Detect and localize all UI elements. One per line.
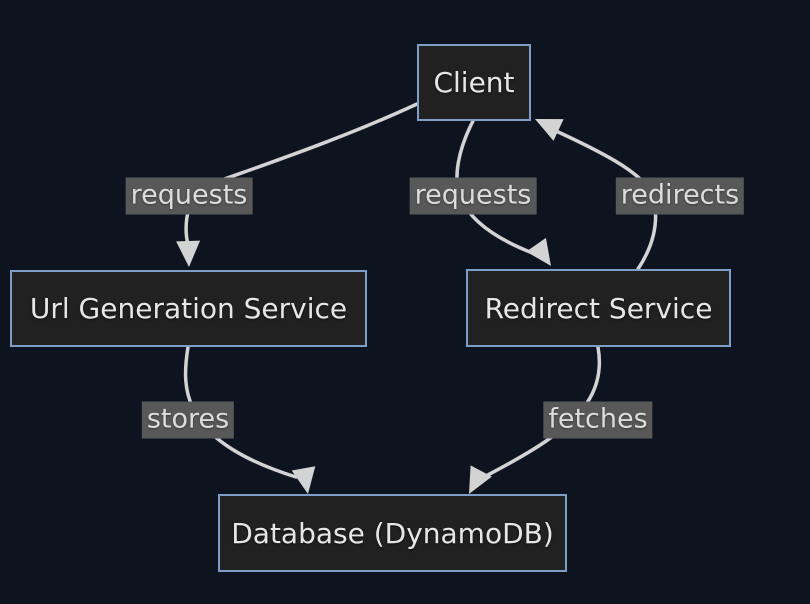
node-redirect-service-label: Redirect Service	[484, 291, 713, 325]
node-client: Client	[417, 44, 531, 121]
arrowhead-urlgen-icon	[176, 240, 201, 267]
node-database: Database (DynamoDB)	[218, 494, 567, 572]
edge-label-stores: stores	[141, 401, 235, 439]
node-url-generation-service: Url Generation Service	[10, 270, 367, 347]
node-client-label: Client	[433, 66, 515, 99]
edge-label-requests-redirect: requests	[409, 177, 537, 215]
node-database-label: Database (DynamoDB)	[231, 516, 554, 550]
arrowhead-client-icon	[535, 119, 564, 141]
edge-client-to-urlgen	[184, 102, 419, 247]
node-redirect-service: Redirect Service	[466, 269, 731, 347]
edge-label-redirects: redirects	[615, 177, 745, 215]
node-url-generation-service-label: Url Generation Service	[29, 292, 348, 325]
arrowhead-redirect-icon	[526, 237, 551, 266]
arrowhead-database-left-icon	[291, 466, 316, 494]
edge-label-requests-urlgen: requests	[125, 177, 253, 215]
edge-label-fetches: fetches	[543, 401, 653, 439]
arrowhead-database-right-icon	[469, 465, 492, 494]
